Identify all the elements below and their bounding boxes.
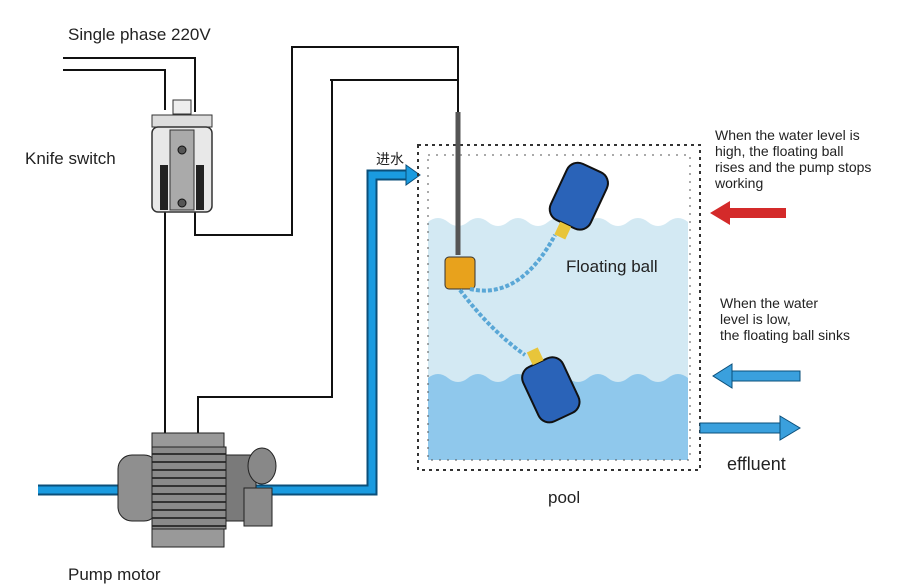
pool-label: pool xyxy=(548,488,580,507)
water-pipe xyxy=(38,164,421,496)
knife-switch-icon[interactable] xyxy=(151,99,213,213)
effluent-arrow-icon xyxy=(699,415,801,441)
low-level-arrow-icon xyxy=(712,363,801,389)
floating-ball-high-icon xyxy=(548,161,609,240)
inlet-label: 进水 xyxy=(376,151,404,167)
floating-ball-low-icon xyxy=(521,347,581,424)
float-switch-icon xyxy=(444,256,476,290)
pump-motor-icon[interactable] xyxy=(117,432,277,548)
floating-ball-label: Floating ball xyxy=(566,257,658,276)
high-level-arrow-icon xyxy=(710,201,786,225)
inlet-arrow-icon xyxy=(405,164,421,186)
knife-switch-label: Knife switch xyxy=(25,149,116,168)
effluent-label: effluent xyxy=(727,454,786,474)
low-level-note: When the water level is low, the floatin… xyxy=(720,295,850,343)
pump-motor-label: Pump motor xyxy=(68,565,161,584)
power-label: Single phase 220V xyxy=(68,25,211,44)
power-wires xyxy=(63,46,459,433)
high-level-note: When the water level is high, the floati… xyxy=(714,127,875,191)
